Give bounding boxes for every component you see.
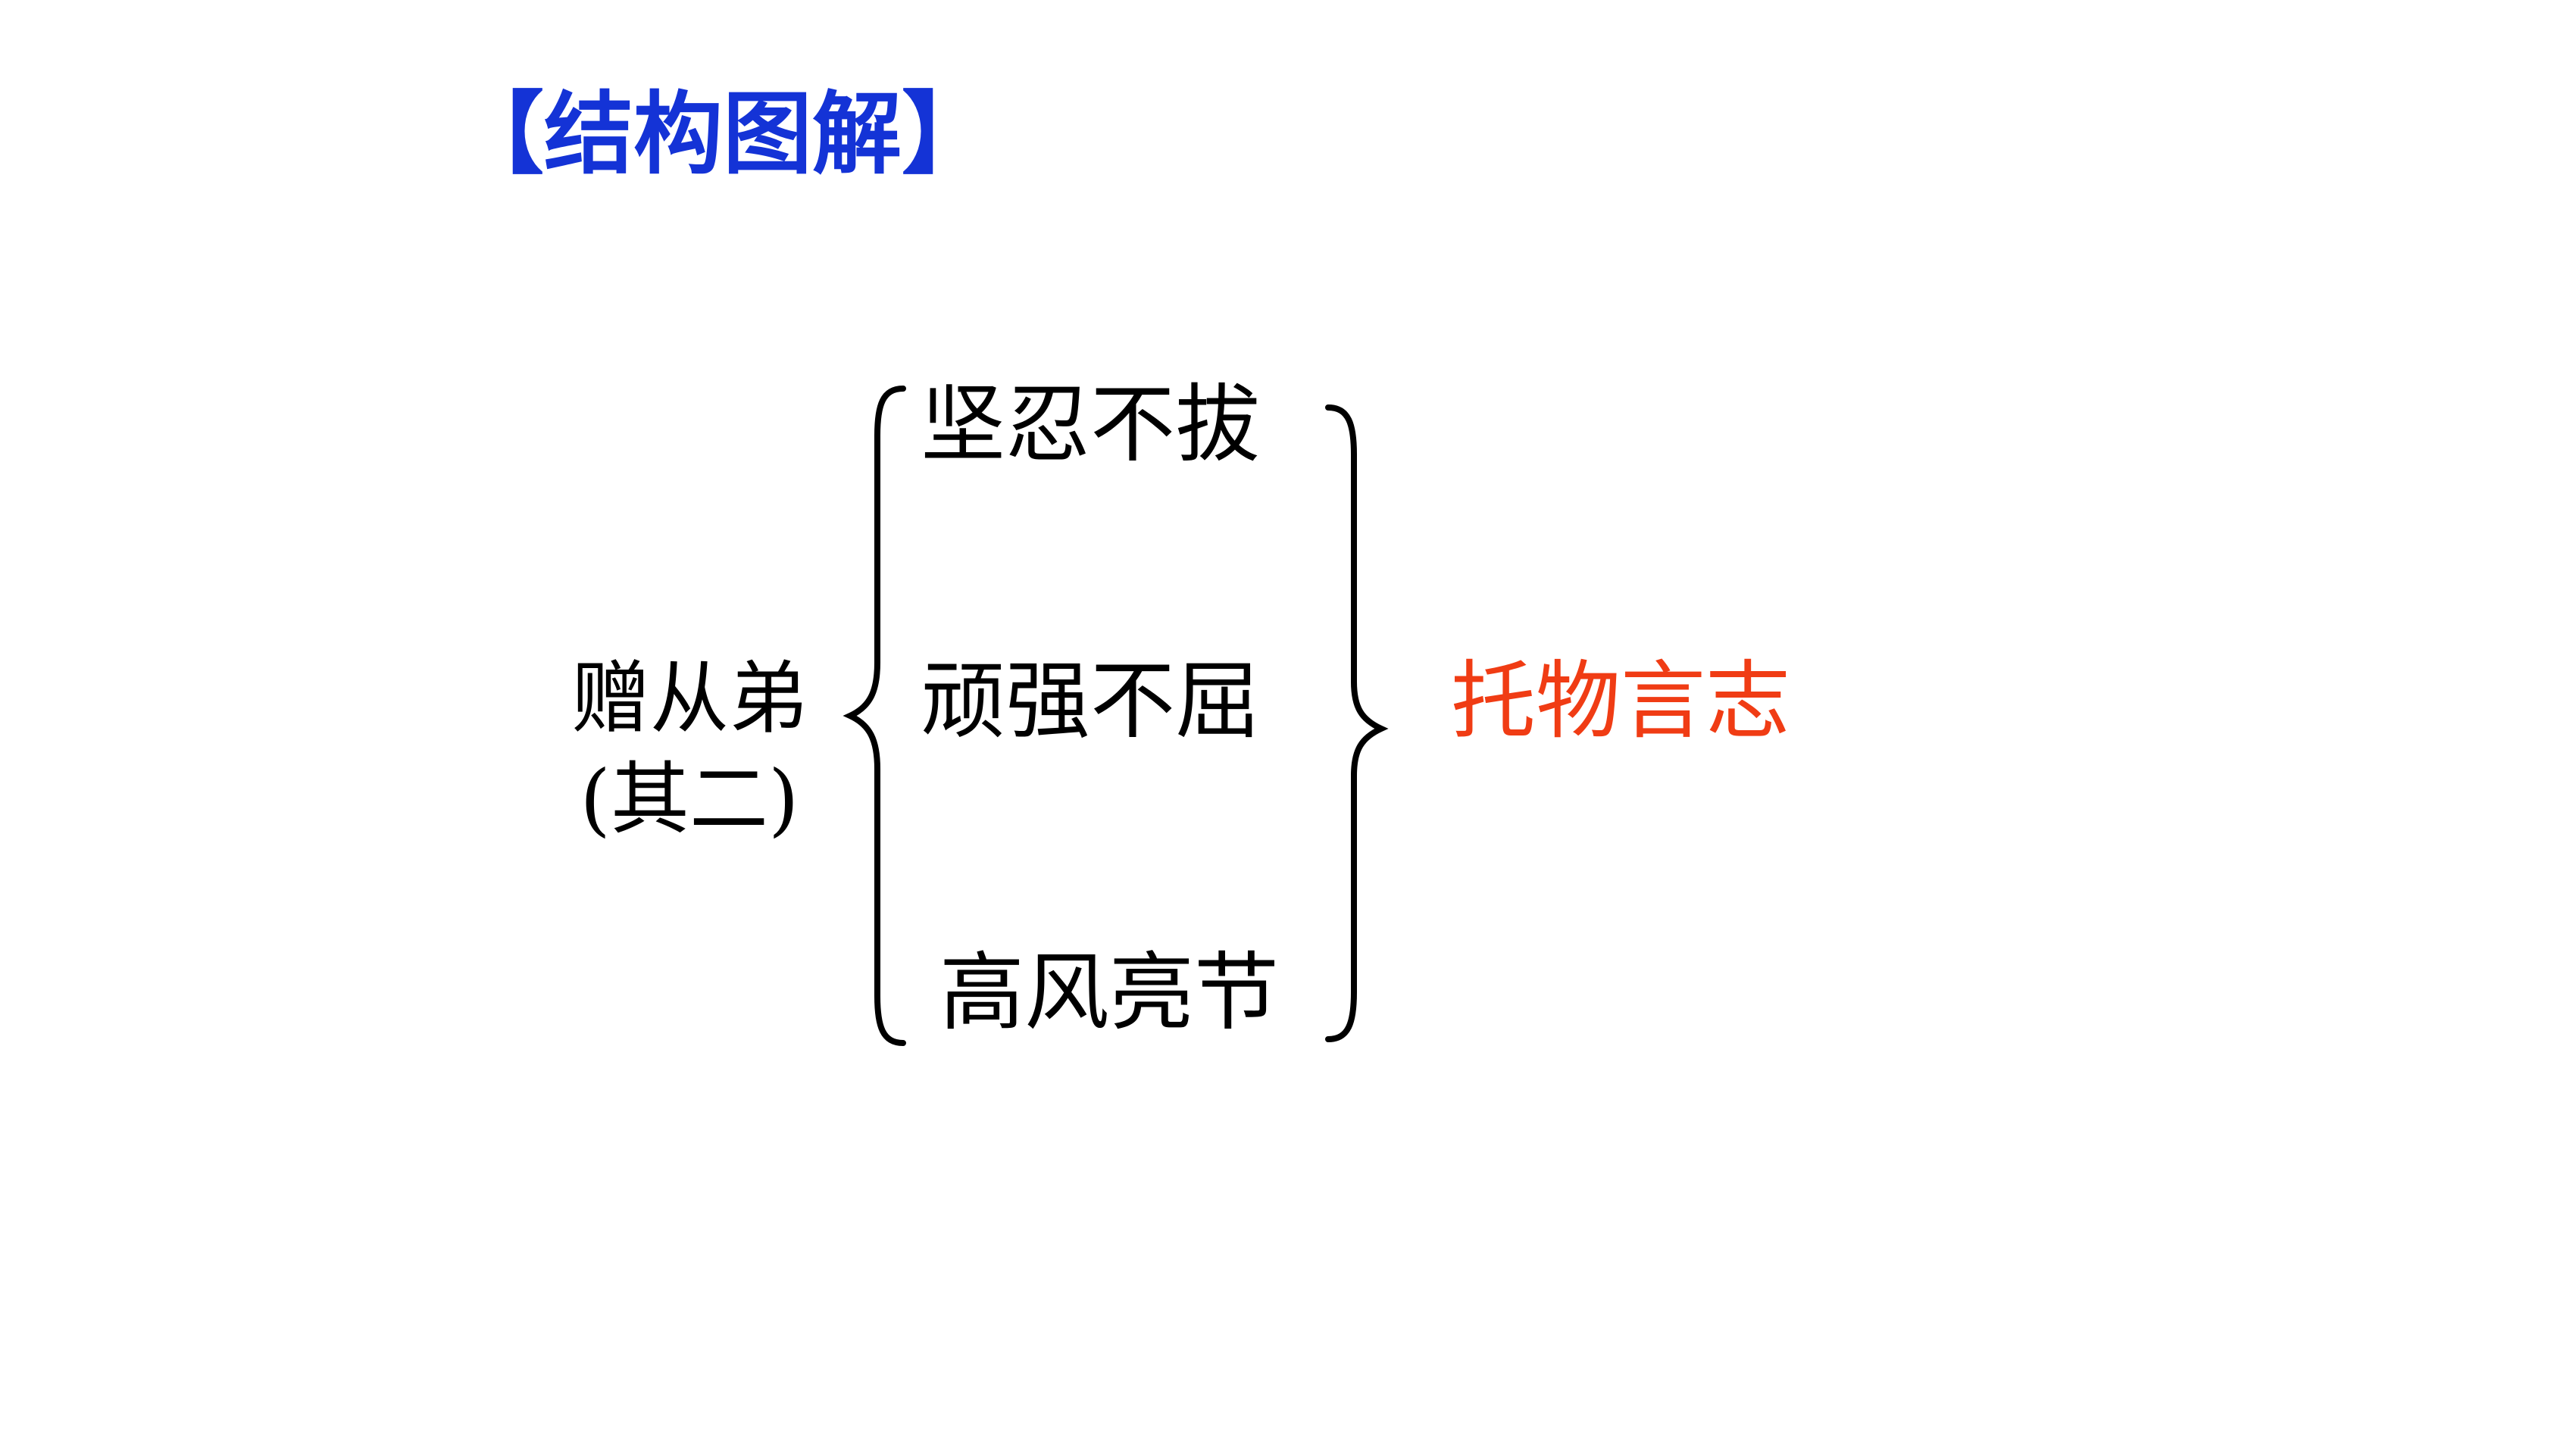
quality-item-3: 高风亮节 xyxy=(939,944,1279,1042)
poem-title-line-1: 赠从弟 xyxy=(571,652,808,745)
quality-item-1: 坚忍不拔 xyxy=(921,376,1260,474)
slide-heading: 【结构图解】 xyxy=(455,81,992,186)
poem-title-line-2: (其二) xyxy=(580,753,799,845)
quality-item-2: 顽强不屈 xyxy=(921,652,1260,751)
conclusion-label: 托物言志 xyxy=(1451,652,1790,751)
left-brace xyxy=(843,386,906,1046)
right-brace xyxy=(1325,404,1389,1042)
